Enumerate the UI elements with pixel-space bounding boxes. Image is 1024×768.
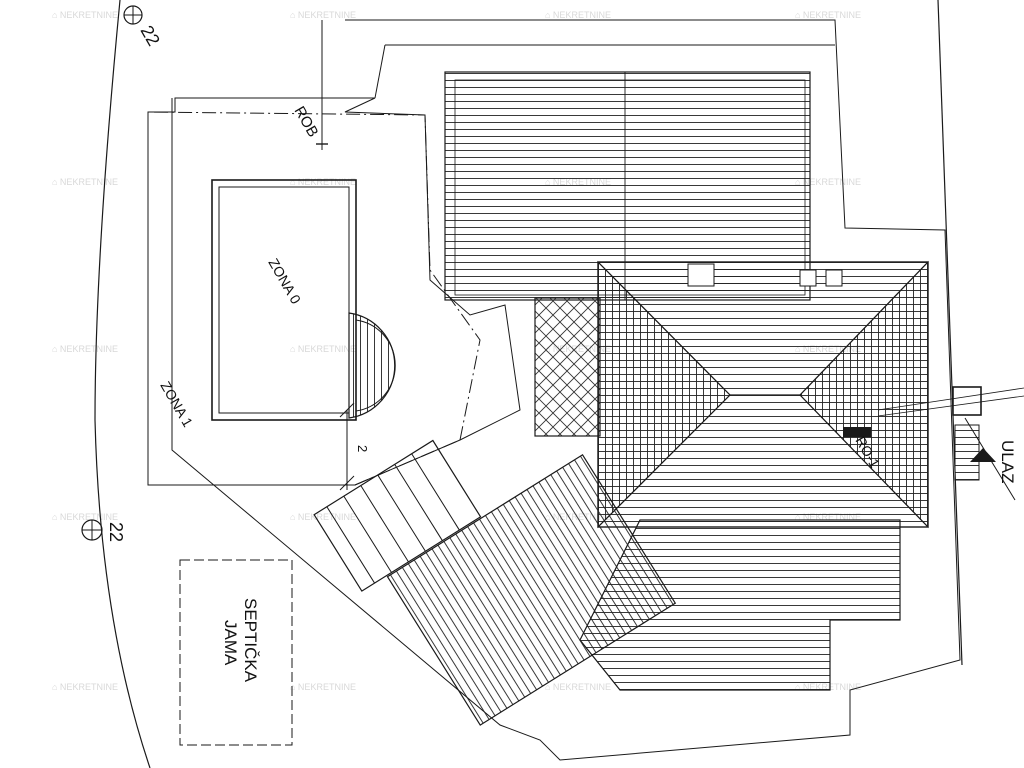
svg-text:⌂ NEKRETNINE: ⌂ NEKRETNINE xyxy=(290,512,356,522)
svg-text:⌂ NEKRETNINE: ⌂ NEKRETNINE xyxy=(795,10,861,20)
label-zona-0: ZONA 0 xyxy=(265,256,304,307)
label-ulaz: ULAZ xyxy=(998,440,1017,483)
roof-rotated xyxy=(386,453,677,726)
pool-semicircle xyxy=(348,312,396,419)
svg-text:⌂ NEKRETNINE: ⌂ NEKRETNINE xyxy=(52,512,118,522)
svg-text:⌂ NEKRETNINE: ⌂ NEKRETNINE xyxy=(290,10,356,20)
zone-1-boundary xyxy=(147,111,481,486)
entrance-steps xyxy=(954,424,980,481)
svg-text:⌂ NEKRETNINE: ⌂ NEKRETNINE xyxy=(52,10,118,20)
plot-boundary-left xyxy=(94,0,151,768)
ro1-symbol xyxy=(843,427,871,437)
roof-south-east xyxy=(579,519,901,691)
terrace-outline xyxy=(147,97,521,486)
label-dimension: 2 xyxy=(355,445,370,452)
yard-outline xyxy=(171,19,961,761)
svg-text:⌂ NEKRETNINE: ⌂ NEKRETNINE xyxy=(545,10,611,20)
pool-outer xyxy=(211,179,357,421)
svg-text:⌂ NEKRETNINE: ⌂ NEKRETNINE xyxy=(290,177,356,187)
pergola xyxy=(313,439,482,592)
svg-text:⌂ NEKRETNINE: ⌂ NEKRETNINE xyxy=(52,682,118,692)
label-zona-1: ZONA 1 xyxy=(157,379,196,430)
svg-text:⌂ NEKRETNINE: ⌂ NEKRETNINE xyxy=(290,682,356,692)
elevation-marker-left xyxy=(81,519,103,541)
label-elevation-top: 22 xyxy=(137,22,164,49)
entrance-box xyxy=(952,386,982,416)
svg-text:⌂ NEKRETNINE: ⌂ NEKRETNINE xyxy=(795,177,861,187)
plot-boundary-right xyxy=(937,0,963,666)
label-rob: ROB xyxy=(291,104,322,141)
septic-tank xyxy=(179,559,293,746)
label-septic-line-2: JAMA xyxy=(221,620,240,666)
label-septic-line-1: SEPTIČKA xyxy=(241,598,260,683)
pool-inner xyxy=(218,186,350,414)
elevation-marker-top xyxy=(123,5,143,25)
svg-text:⌂ NEKRETNINE: ⌂ NEKRETNINE xyxy=(52,177,118,187)
outline-top-left xyxy=(374,44,386,99)
svg-text:⌂ NEKRETNINE: ⌂ NEKRETNINE xyxy=(290,344,356,354)
svg-text:⌂ NEKRETNINE: ⌂ NEKRETNINE xyxy=(52,344,118,354)
main-hip-roof xyxy=(597,260,929,529)
svg-text:⌂ NEKRETNINE: ⌂ NEKRETNINE xyxy=(545,682,611,692)
label-elevation-left: 22 xyxy=(106,522,126,542)
crosshatch-area xyxy=(534,297,601,437)
